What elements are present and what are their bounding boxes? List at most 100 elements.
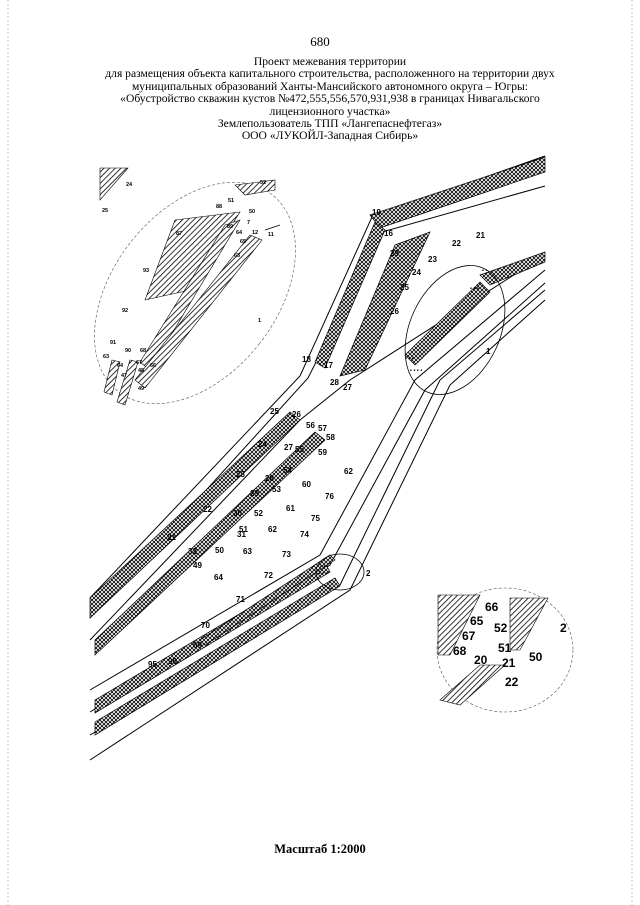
point-label: 30 — [233, 509, 242, 518]
title-line-1: Проект межевания территории — [253, 55, 407, 68]
point-label: 17 — [324, 361, 333, 370]
point-label: 63 — [234, 253, 240, 259]
callout-circle-1 — [404, 265, 506, 395]
point-label: 64 — [117, 363, 124, 369]
strip-lower-left — [89, 411, 301, 619]
point-label: 21 — [167, 533, 176, 542]
title-line-7: ООО «ЛУКОЙЛ-Западная Сибирь» — [241, 129, 419, 143]
point-label: 52 — [254, 509, 263, 518]
point-label: 65 — [240, 239, 246, 245]
point-label: 92 — [122, 308, 128, 314]
inset-1 — [94, 167, 296, 406]
point-label: 28 — [330, 378, 339, 387]
point-label: 27 — [343, 383, 352, 392]
inset-2 — [436, 587, 574, 713]
point-label: 62 — [268, 525, 277, 534]
point-label: 61 — [286, 504, 295, 513]
point-label: 74 — [300, 530, 309, 539]
point-label: 25 — [400, 283, 409, 292]
point-label: 55 — [295, 445, 304, 454]
point-label: 16 — [384, 229, 393, 238]
inset-2-border — [436, 587, 574, 713]
callout-circle-2 — [315, 553, 365, 591]
point-label: 58 — [326, 433, 335, 442]
point-label: 50 — [529, 650, 543, 664]
strip-bottom-2 — [94, 577, 341, 736]
point-label: 88 — [216, 204, 222, 210]
point-label: 7 — [247, 220, 250, 226]
point-label: 73 — [282, 550, 291, 559]
point-label: 2 — [560, 621, 567, 635]
callout-number-2: 2 — [366, 569, 371, 578]
point-label: 29 — [250, 489, 259, 498]
point-label: 22 — [505, 675, 519, 689]
callout-number-1: 1 — [486, 347, 491, 356]
point-label: 47 — [121, 373, 127, 379]
point-label: 57 — [318, 424, 327, 433]
inset-1-corner-shape — [99, 167, 129, 201]
point-label: 68 — [453, 644, 467, 658]
svg-text:• • • •: • • • • — [410, 368, 422, 374]
inset-1-labels: 24 25 52 51 50 88 89 7 12 11 87 64 65 63… — [102, 180, 274, 392]
strip-upper-right — [369, 156, 546, 229]
title-line-2: для размещения объекта капитального стро… — [105, 67, 555, 81]
point-label: 67 — [136, 360, 142, 366]
point-label: 24 — [258, 440, 267, 449]
point-label: 91 — [110, 340, 116, 346]
point-label: 28 — [265, 474, 274, 483]
map-scale: Масштаб 1:2000 — [274, 842, 366, 856]
point-label: 64 — [236, 230, 243, 236]
svg-text:• • •: • • • — [405, 356, 414, 362]
point-label: 21 — [502, 656, 516, 670]
page-number: 680 — [310, 34, 330, 49]
point-label: 63 — [243, 547, 252, 556]
title-block: Проект межевания территории для размещен… — [90, 55, 570, 143]
point-label: 52 — [494, 621, 508, 635]
point-label: 19 — [372, 208, 381, 217]
title-line-4: «Обустройство скважин кустов №472,555,55… — [120, 92, 540, 106]
strip-diag-right — [404, 281, 491, 366]
point-label: 51 — [498, 641, 512, 655]
point-label: 62 — [344, 467, 353, 476]
point-label: 65 — [470, 614, 484, 628]
point-label: 49 — [138, 386, 144, 392]
point-label: 11 — [268, 232, 274, 238]
point-label: 53 — [272, 485, 281, 494]
point-label: 29 — [390, 249, 399, 258]
point-label: 64 — [214, 573, 223, 582]
title-line-3: муниципальных образований Ханты-Мансийск… — [131, 79, 529, 93]
point-label: 56 — [306, 421, 315, 430]
point-label: 25 — [270, 407, 279, 416]
strip-mid-left — [94, 431, 326, 656]
inset-2-labels: 66 65 52 67 68 51 50 20 21 22 2 — [453, 600, 567, 689]
point-label: 32 — [188, 547, 197, 556]
point-label: 49 — [193, 561, 202, 570]
hatched-strips — [89, 156, 546, 736]
point-label: 52 — [260, 180, 266, 186]
point-label: 31 — [237, 530, 246, 539]
point-label: 66 — [150, 363, 156, 369]
point-label: 26 — [292, 410, 301, 419]
title-line-5: лицензионного участка» — [269, 104, 391, 118]
point-label: 23 — [236, 470, 245, 479]
point-label: 76 — [325, 492, 334, 501]
point-label: 24 — [126, 182, 133, 188]
svg-text:• • •: • • • — [470, 286, 479, 292]
point-label: 20 — [474, 653, 488, 667]
point-label: 21 — [476, 231, 485, 240]
point-label: 48 — [138, 368, 144, 374]
point-label: 72 — [264, 571, 273, 580]
point-label: 51 — [228, 198, 234, 204]
point-label: 25 — [102, 208, 108, 214]
point-label: 87 — [176, 231, 182, 237]
svg-text:• • •: • • • — [320, 564, 329, 570]
point-label: 96 — [168, 657, 177, 666]
point-label: 63 — [103, 354, 109, 360]
point-label: 75 — [311, 514, 320, 523]
point-label: 54 — [283, 466, 292, 475]
point-label: 59 — [318, 448, 327, 457]
point-label: 60 — [302, 480, 311, 489]
strip-70 — [199, 554, 336, 646]
point-label: 89 — [227, 224, 233, 230]
